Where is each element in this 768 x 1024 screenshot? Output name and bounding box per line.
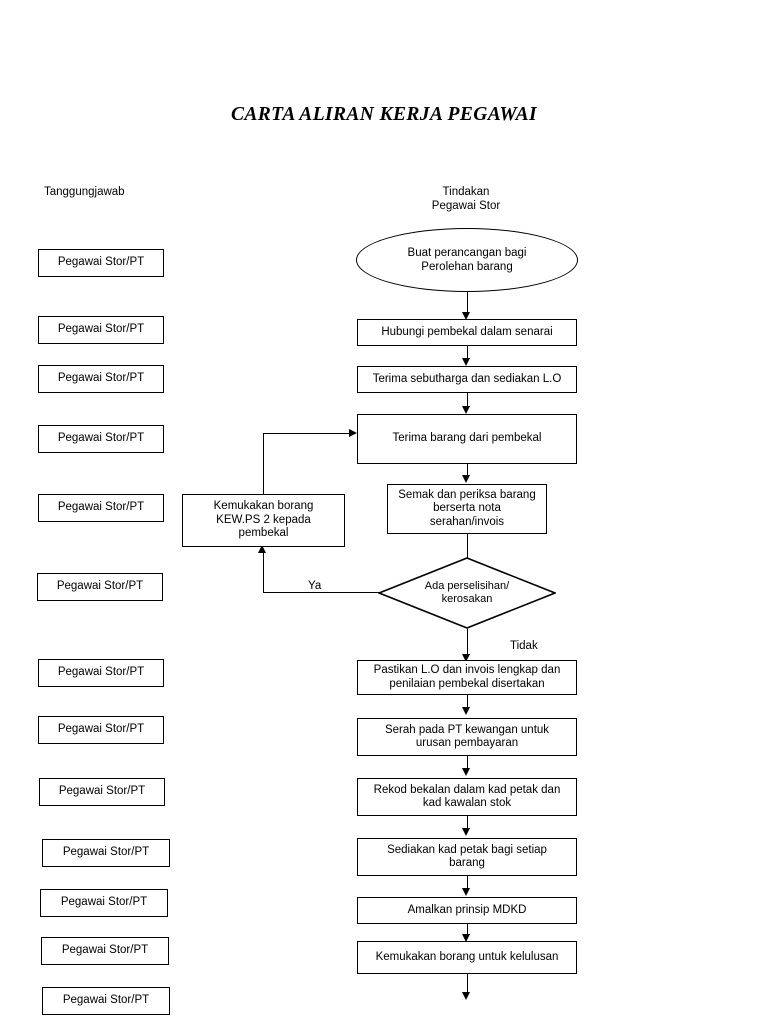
process-step-10: Kemukakan borang untuk kelulusan <box>357 941 577 974</box>
connector-step3-to-step4 <box>467 464 468 477</box>
connector-step6-to-step7 <box>467 756 468 769</box>
connector-step2-to-step3 <box>467 393 468 408</box>
arrow-step7-to-step8 <box>462 828 470 836</box>
edge-label-ya: Ya <box>308 580 322 592</box>
process-step-1: Hubungi pembekal dalam senarai <box>357 319 577 346</box>
responsibility-box: Pegawai Stor/PT <box>39 778 165 806</box>
column-header-tanggungjawab: Tanggungjawab <box>44 186 125 198</box>
connector-step10-to-next <box>467 974 468 994</box>
responsibility-box: Pegawai Stor/PT <box>42 839 170 867</box>
process-step-7: Rekod bekalan dalam kad petak dan kad ka… <box>357 778 577 816</box>
arrow-step8-to-step9 <box>462 888 470 896</box>
arrow-step5-to-step6 <box>462 707 470 715</box>
process-step-2: Terima sebutharga dan sediakan L.O <box>357 366 577 393</box>
page-title: CARTA ALIRAN KERJA PEGAWAI <box>230 104 538 125</box>
connector-decision-yes-horizontal <box>263 592 379 593</box>
arrow-rework-into-step3 <box>349 429 357 437</box>
arrow-step6-to-step7 <box>462 768 470 776</box>
connector-rework-up <box>263 433 264 494</box>
process-step-8: Sediakan kad petak bagi setiap barang <box>357 838 577 876</box>
responsibility-box: Pegawai Stor/PT <box>38 425 164 453</box>
arrow-step10-to-next <box>462 992 470 1000</box>
responsibility-box: Pegawai Stor/PT <box>38 494 164 522</box>
responsibility-box: Pegawai Stor/PT <box>40 889 168 917</box>
arrow-yes-into-rework <box>258 545 266 553</box>
connector-step7-to-step8 <box>467 816 468 829</box>
process-step-4: Semak dan periksa barang berserta nota s… <box>387 484 547 534</box>
decision-diamond-shape <box>378 557 556 629</box>
arrow-step9-to-step10 <box>462 934 470 942</box>
responsibility-box: Pegawai Stor/PT <box>38 316 164 344</box>
edge-label-tidak: Tidak <box>510 640 538 652</box>
process-step-9: Amalkan prinsip MDKD <box>357 897 577 924</box>
connector-step9-to-step10 <box>467 924 468 936</box>
connector-step4-to-decision <box>467 534 468 558</box>
responsibility-box: Pegawai Stor/PT <box>38 365 164 393</box>
connector-rework-right <box>263 433 349 434</box>
arrow-start-to-step1 <box>462 312 470 320</box>
connector-decision-no <box>467 629 468 656</box>
arrow-step2-to-step3 <box>462 406 470 414</box>
arrow-decision-no <box>462 654 470 662</box>
arrow-step1-to-step2 <box>462 358 470 366</box>
process-step-6: Serah pada PT kewangan untuk urusan pemb… <box>357 718 577 756</box>
responsibility-box: Pegawai Stor/PT <box>38 716 164 744</box>
responsibility-box: Pegawai Stor/PT <box>41 937 169 965</box>
connector-decision-yes-vertical <box>263 551 264 593</box>
responsibility-box: Pegawai Stor/PT <box>42 987 170 1015</box>
connector-step5-to-step6 <box>467 695 468 709</box>
column-header-tindakan: Tindakan Pegawai Stor <box>431 186 501 212</box>
connector-step8-to-step9 <box>467 876 468 889</box>
process-step-5: Pastikan L.O dan invois lengkap dan peni… <box>357 660 577 695</box>
process-rework-kewps2: Kemukakan borang KEW.PS 2 kepada pembeka… <box>182 494 345 547</box>
process-step-3: Terima barang dari pembekal <box>357 414 577 464</box>
responsibility-box: Pegawai Stor/PT <box>38 249 164 277</box>
responsibility-box: Pegawai Stor/PT <box>37 573 163 601</box>
connector-step1-to-step2 <box>467 346 468 360</box>
connector-start-to-step1 <box>467 292 468 314</box>
decision-diamond: Ada perselisihan/ kerosakan <box>378 557 556 629</box>
flow-start-oval: Buat perancangan bagi Perolehan barang <box>356 228 578 292</box>
arrow-step3-to-step4 <box>462 475 470 483</box>
decision-diamond-label: Ada perselisihan/ kerosakan <box>424 580 510 605</box>
responsibility-box: Pegawai Stor/PT <box>38 659 164 687</box>
